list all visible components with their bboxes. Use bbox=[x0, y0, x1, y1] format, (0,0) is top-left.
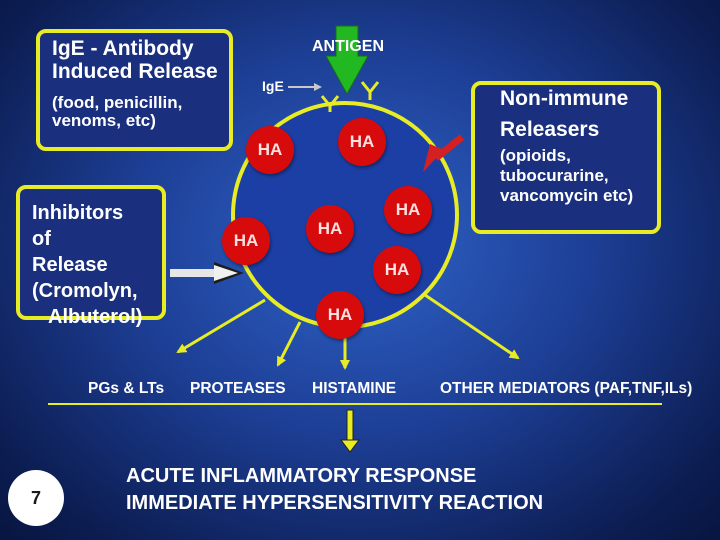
nonimmune-releasers-box bbox=[471, 81, 661, 234]
ha-granule: HA bbox=[316, 291, 364, 339]
nonimmune-examples-line-2: tubocurarine, bbox=[500, 166, 609, 186]
nonimmune-examples: (opioids, tubocurarine, vancomycin etc) bbox=[500, 146, 633, 206]
inhibitor-arrow-icon bbox=[170, 262, 244, 284]
ige-receptor-icons bbox=[320, 81, 380, 112]
response-arrow bbox=[340, 409, 360, 453]
inhibitors-line-1: Inhibitors bbox=[32, 202, 124, 224]
inhibitors-line-3: Release bbox=[32, 254, 108, 276]
inhibitors-line-2: of bbox=[32, 228, 51, 250]
page-number: 7 bbox=[30, 487, 41, 508]
inhibitors-box bbox=[16, 185, 166, 320]
nonimmune-title: Non-immune Releasers bbox=[500, 87, 629, 141]
ha-granule: HA bbox=[246, 126, 294, 174]
inhibitors-text: Inhibitors of Release (Cromolyn, Albuter… bbox=[32, 200, 142, 330]
antigen-arrow-icon bbox=[325, 25, 369, 96]
ige-label: IgE bbox=[262, 78, 284, 94]
ha-granule: HA bbox=[384, 186, 432, 234]
ige-title-line-1: IgE - Antibody bbox=[52, 37, 194, 60]
ige-title-line-2: Induced Release bbox=[52, 59, 218, 83]
nonimmune-title-line-1: Non-immune bbox=[500, 87, 629, 110]
inhibitors-line-4: (Cromolyn, bbox=[32, 280, 138, 302]
mediator-histamine: HISTAMINE bbox=[312, 380, 397, 397]
release-arrow-pgs bbox=[176, 298, 266, 354]
ha-granule: HA bbox=[222, 217, 270, 265]
ige-release-examples: (food, penicillin, venoms, etc) bbox=[52, 93, 183, 131]
nonimmune-examples-line-1: (opioids, bbox=[500, 146, 571, 165]
ige-release-title: IgE - Antibody Induced Release bbox=[52, 37, 218, 83]
nonimmune-examples-line-3: vancomycin etc) bbox=[500, 186, 634, 206]
release-arrow-other bbox=[424, 293, 520, 360]
ha-granule: HA bbox=[306, 205, 354, 253]
nonimmune-arrow-icon bbox=[423, 134, 465, 172]
antigen-label: ANTIGEN bbox=[312, 38, 384, 55]
release-arrow-proteases bbox=[276, 321, 302, 367]
ha-granule: HA bbox=[338, 118, 386, 166]
result-line-1: ACUTE INFLAMMATORY RESPONSE bbox=[126, 465, 477, 487]
ige-examples-line-1: (food, penicillin, bbox=[52, 93, 183, 112]
ige-release-box bbox=[36, 29, 233, 151]
result-line-2: IMMEDIATE HYPERSENSITIVITY REACTION bbox=[126, 492, 544, 514]
mediator-pgs-lts: PGs & LTs bbox=[88, 380, 165, 397]
page-number-badge: 7 bbox=[8, 470, 64, 526]
ige-examples-line-2: venoms, etc) bbox=[52, 111, 156, 131]
inhibitors-line-5: Albuterol) bbox=[48, 306, 143, 328]
ha-granule: HA bbox=[373, 246, 421, 294]
nonimmune-title-line-2: Releasers bbox=[500, 117, 600, 141]
mediator-proteases: PROTEASES bbox=[190, 380, 286, 397]
mediator-other: OTHER MEDIATORS (PAF,TNF,ILs) bbox=[440, 380, 693, 397]
